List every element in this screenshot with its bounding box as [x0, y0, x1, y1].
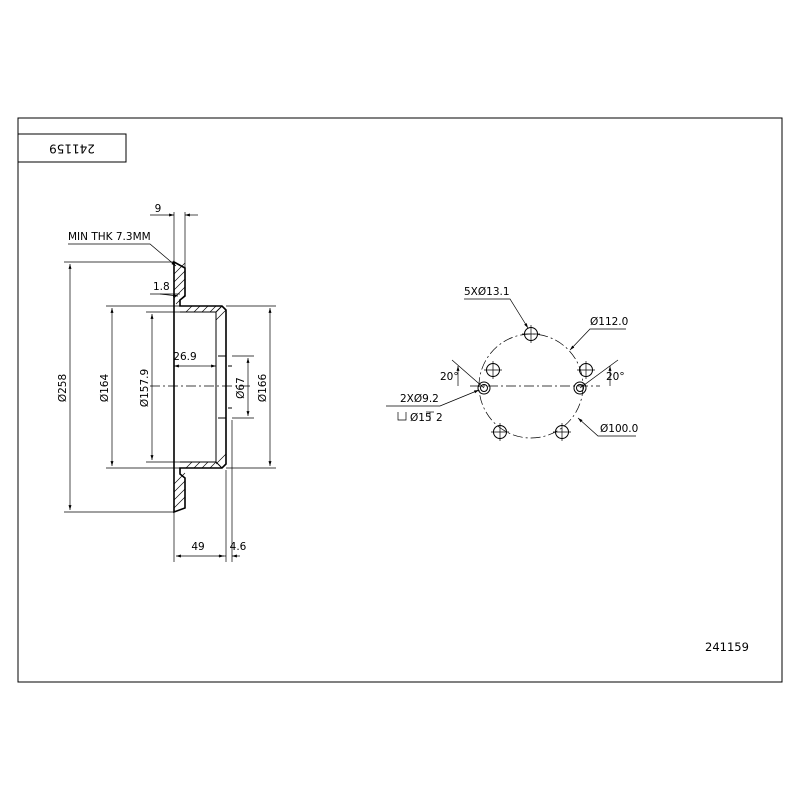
min-thickness-note: MIN THK 7.3MM [68, 231, 151, 243]
small-holes [477, 381, 587, 395]
counterbore-diameter: Ø15 [410, 412, 432, 424]
bolt-holes [484, 325, 595, 441]
dim-center-bore: Ø67 [235, 377, 247, 399]
front-view: 20° 20° 5XØ13.1 Ø112.0 2XØ9.2 Ø15 2 Ø100… [386, 286, 638, 441]
dim-angle-right: 20° [606, 371, 625, 383]
bolt-holes-callout: 5XØ13.1 [464, 286, 510, 298]
side-section-view [150, 260, 250, 514]
dim-flange: 1.8 [153, 281, 170, 293]
bolt-circle-callout: Ø100.0 [600, 423, 638, 435]
title-block-number: 241159 [49, 142, 95, 156]
dim-hub-thickness: 4.6 [230, 541, 247, 553]
dim-outer-diameter: Ø258 [57, 374, 69, 402]
drawing-frame [17, 117, 783, 683]
counterbore-callout: Ø15 2 [397, 411, 443, 424]
dim-drum-outer-diameter: Ø164 [99, 374, 111, 403]
title-block: 241159 [17, 133, 127, 163]
dim-angle-left: 20° [440, 371, 459, 383]
part-number: 241159 [705, 640, 749, 654]
side-view-dimensions: 9 MIN THK 7.3MM 1.8 Ø258 Ø164 Ø157.9 26.… [57, 203, 276, 562]
section-hatching-bottom [173, 453, 227, 509]
disc-profile [173, 260, 227, 514]
dim-drum-inner-diameter: Ø157.9 [139, 369, 151, 407]
counterbore-depth: 2 [436, 412, 443, 424]
dim-thickness: 9 [155, 203, 162, 215]
small-hole [477, 381, 491, 395]
dim-hat-diameter: Ø166 [257, 374, 269, 403]
small-hole [573, 381, 587, 395]
dim-hub-depth: 26.9 [173, 351, 196, 363]
small-holes-callout: 2XØ9.2 [400, 393, 439, 405]
section-hatching-top [173, 262, 227, 321]
dim-total-height: 49 [191, 541, 204, 553]
bolt-circle-outer-callout: Ø112.0 [590, 316, 628, 328]
